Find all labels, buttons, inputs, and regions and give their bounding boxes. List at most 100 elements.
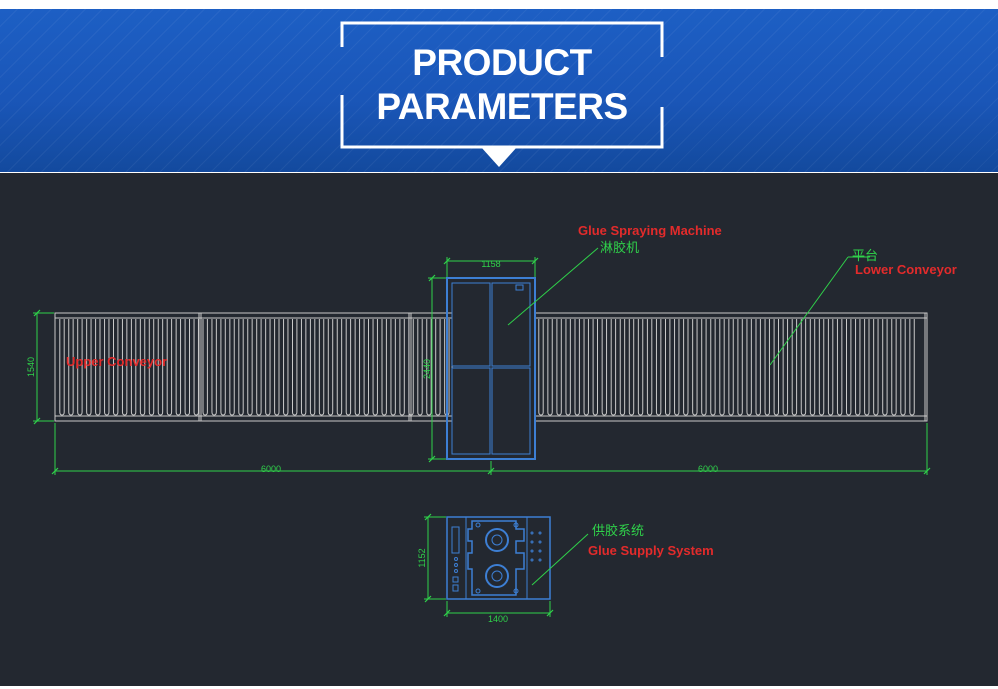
conveyor-roller (800, 319, 807, 416)
down-arrow-icon (481, 147, 517, 167)
conveyor-roller (175, 319, 182, 416)
conveyor-roller (318, 319, 325, 416)
conveyor-roller (556, 319, 562, 416)
dimension-lines (33, 247, 928, 617)
cad-drawing: 1158 2440 1540 6000 6000 1152 1400 Glue … (0, 173, 998, 686)
dim-machine-width: 1158 (481, 259, 500, 269)
conveyor-roller (610, 319, 617, 416)
conveyor-roller (619, 319, 626, 416)
conveyor-roller (220, 319, 226, 416)
header-banner: PRODUCT PARAMETERS (0, 9, 998, 172)
conveyor-roller (637, 319, 644, 416)
conveyor-roller (864, 319, 870, 416)
conveyor-roller (229, 319, 235, 416)
conveyor-roller (782, 319, 789, 416)
title-frame: PRODUCT PARAMETERS (340, 21, 664, 149)
conveyor-roller (184, 319, 190, 416)
conveyor-roller (855, 319, 861, 416)
dim-machine-height: 2440 (422, 359, 432, 379)
conveyor-roller (148, 319, 155, 416)
conveyor-roller (247, 319, 253, 416)
conveyor-roller (728, 319, 734, 416)
conveyor-roller (121, 319, 128, 416)
page-title-line-1: PRODUCT (412, 42, 592, 83)
conveyor-roller (538, 319, 544, 416)
glue-spraying-machine (446, 277, 536, 460)
dim-conveyor-height: 1540 (26, 357, 36, 377)
conveyor-roller (692, 319, 698, 416)
conveyor-roller (583, 319, 589, 416)
conveyor-roller (701, 319, 707, 416)
conveyor-roller (426, 319, 432, 416)
conveyor-roller (882, 319, 888, 416)
conveyor-roller (104, 319, 110, 416)
lower-conveyor (534, 312, 928, 422)
conveyor-roller (265, 319, 271, 416)
conveyor-roller (292, 319, 298, 416)
conveyor-roller (68, 319, 74, 416)
conveyor-roller (909, 319, 915, 416)
conveyor-roller (791, 319, 798, 416)
lower-conveyor-label-cn: 平台 (852, 248, 878, 263)
conveyor-roller (674, 319, 680, 416)
upper-conveyor-label: Upper Conveyor (66, 354, 167, 369)
conveyor-roller (836, 319, 843, 416)
conveyor-roller (202, 319, 208, 416)
conveyor-roller (345, 319, 352, 416)
conveyor-roller (846, 319, 852, 416)
dim-supply-width: 1400 (488, 614, 508, 624)
conveyor-roller (809, 319, 816, 416)
banner-texture (0, 9, 998, 172)
conveyor-roller (372, 319, 378, 416)
conveyor-roller (130, 319, 137, 416)
cad-drawing-canvas: 1158 2440 1540 6000 6000 1152 1400 Glue … (26, 223, 957, 624)
conveyor-roller (238, 319, 244, 416)
conveyor-roller (755, 319, 761, 416)
tick-marks (33, 257, 931, 617)
conveyor-roller (435, 319, 441, 416)
conveyor-roller (891, 319, 897, 416)
glue-supply-system-label: Glue Supply System (588, 543, 714, 558)
conveyor-roller (309, 319, 316, 416)
conveyor-roller (211, 319, 217, 416)
conveyor-roller (683, 319, 689, 416)
conveyor-roller (547, 319, 553, 416)
conveyor-roller (574, 319, 580, 416)
conveyor-roller (665, 319, 671, 416)
conveyor-roller (737, 319, 743, 416)
conveyor-roller (827, 319, 834, 416)
conveyor-roller (710, 319, 716, 416)
conveyor-roller (157, 319, 164, 416)
conveyor-roller (646, 319, 653, 416)
conveyor-roller (399, 319, 405, 416)
conveyor-roller (139, 319, 146, 416)
dim-supply-height: 1152 (417, 548, 427, 567)
conveyor-roller (274, 319, 280, 416)
conveyor-roller (363, 319, 369, 416)
conveyor-roller (336, 319, 343, 416)
conveyor-roller (565, 319, 571, 416)
conveyor-roller (354, 319, 361, 416)
conveyor-roller (327, 319, 334, 416)
conveyor-roller (256, 319, 262, 416)
conveyor-roller (300, 319, 307, 416)
conveyor-roller (381, 319, 387, 416)
conveyor-roller (193, 319, 199, 416)
conveyor-roller (113, 319, 119, 416)
conveyor-roller (95, 319, 101, 416)
glue-spraying-machine-label: Glue Spraying Machine (578, 223, 722, 238)
conveyor-roller (59, 319, 65, 416)
conveyor-roller (77, 319, 83, 416)
conveyor-roller (628, 319, 635, 416)
conveyor-roller (592, 319, 598, 416)
glue-spraying-machine-label-cn: 淋胶机 (600, 240, 639, 255)
upper-conveyor (54, 312, 453, 422)
lower-conveyor-label: Lower Conveyor (855, 262, 957, 277)
conveyor-roller (417, 319, 423, 416)
conveyor-roller (764, 319, 770, 416)
conveyor-roller (773, 319, 779, 416)
conveyor-roller (900, 319, 906, 416)
conveyor-roller (166, 319, 173, 416)
glue-supply-system (446, 516, 551, 600)
conveyor-roller (86, 319, 92, 416)
